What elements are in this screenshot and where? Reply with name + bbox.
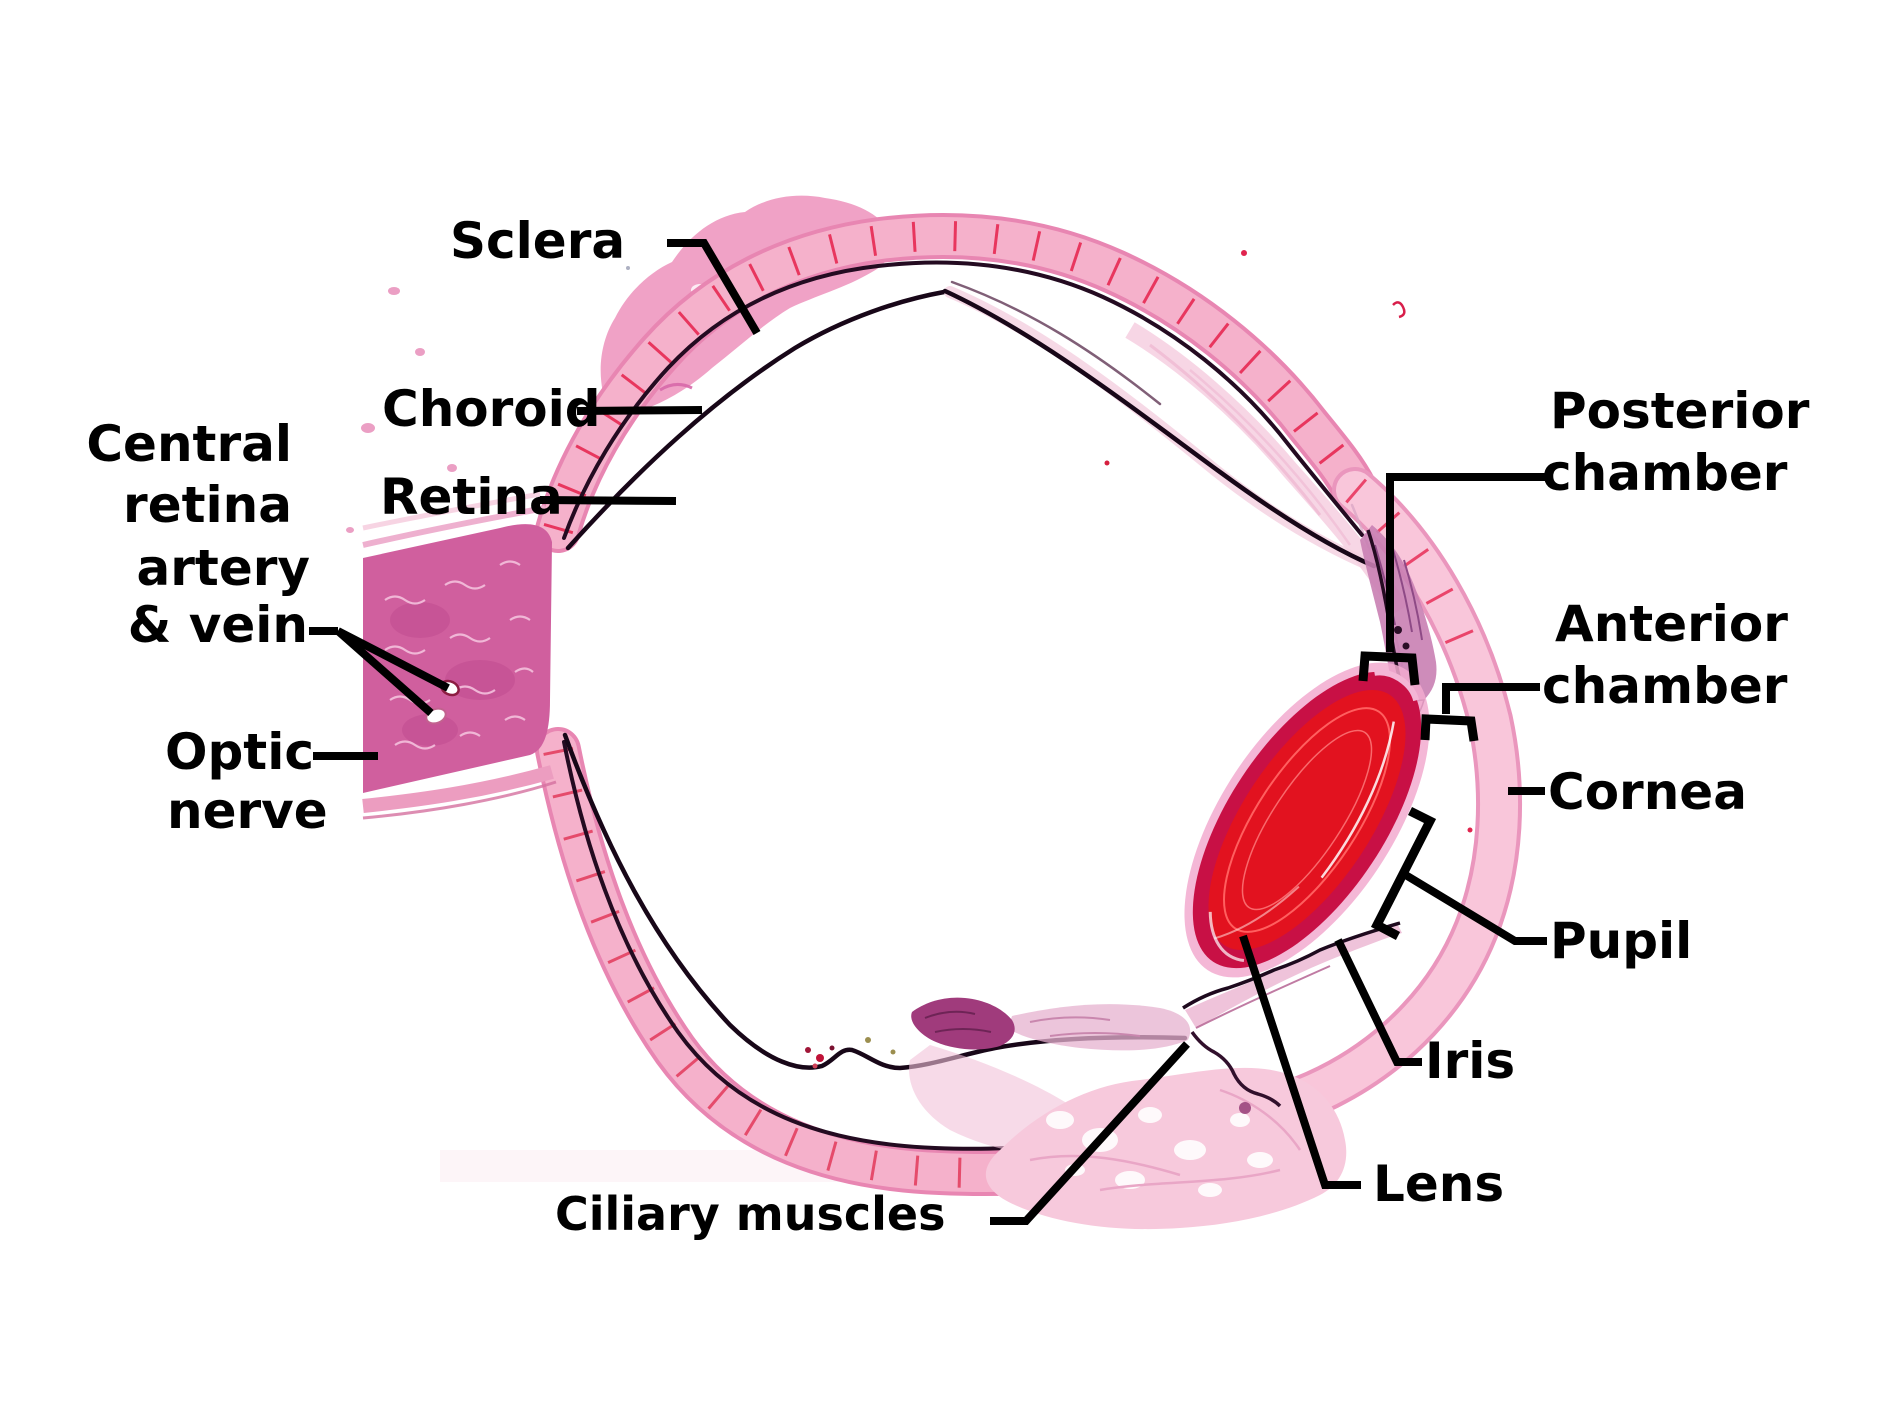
label-anterior-chamber: Anterior chamber	[1542, 595, 1788, 715]
tissue-pigment-edge	[1190, 1030, 1282, 1108]
lens-tip-highlight	[1208, 911, 1245, 963]
lens-glint	[1213, 885, 1300, 940]
ciliary-region	[909, 997, 1191, 1155]
optic-nerve-core	[363, 524, 552, 793]
leader-posterior-chamber	[1386, 473, 1547, 652]
bracket-posterior-chamber	[1358, 651, 1420, 686]
leader-ciliary-muscles	[990, 1041, 1190, 1225]
label-retina: Retina	[380, 468, 563, 526]
label-iris: Iris	[1425, 1032, 1515, 1090]
leader-anterior-chamber	[1442, 683, 1540, 714]
labels: Sclera Choroid Retina Central retina art…	[86, 212, 1809, 1241]
label-central-retina-artery-vein: Central retina artery & vein	[86, 415, 310, 654]
label-cornea: Cornea	[1548, 763, 1747, 821]
zonule-fibers	[1029, 1016, 1141, 1037]
retina-fold-echo	[950, 280, 1162, 406]
lens-glint	[1320, 721, 1395, 879]
lens	[1184, 662, 1430, 978]
leader-retina	[539, 496, 677, 505]
label-central-line3: artery	[137, 539, 310, 597]
label-anterior-line1: Anterior	[1555, 595, 1788, 653]
tissue-specks-left	[346, 287, 457, 533]
label-central-line4: & vein	[128, 596, 308, 654]
scattered-specks	[626, 250, 1473, 833]
leader-iris	[1334, 938, 1422, 1066]
lens-tip-capsule	[1373, 669, 1420, 702]
label-posterior-chamber: Posterior chamber	[1542, 382, 1810, 502]
label-optic-nerve: Optic nerve	[165, 723, 328, 840]
retina-line-bottom	[562, 732, 1188, 1071]
leader-sclera	[667, 239, 761, 336]
label-posterior-line1: Posterior	[1550, 382, 1810, 440]
episcleral-tissue-mass	[985, 1030, 1347, 1230]
retina-line-attached	[565, 289, 947, 551]
leader-choroid	[576, 406, 703, 415]
label-sclera: Sclera	[450, 212, 625, 270]
label-ciliary-muscles: Ciliary muscles	[555, 1187, 945, 1241]
label-pupil: Pupil	[1550, 912, 1692, 970]
leader-lines	[309, 239, 1547, 1225]
sclera-body	[539, 217, 1374, 549]
retina-layer	[562, 280, 1378, 1071]
label-central-line2: retina	[123, 476, 292, 534]
sclera-band-top	[535, 213, 1378, 553]
label-lens: Lens	[1373, 1155, 1504, 1213]
leader-vein	[335, 627, 434, 717]
retina-speck-cluster	[805, 1037, 896, 1069]
bracket-pupil	[1370, 806, 1437, 940]
optic-nerve-sheath-bottom	[362, 765, 554, 813]
tissue-fibers	[1029, 1088, 1302, 1192]
label-optic-line2: nerve	[167, 782, 328, 840]
choroid-layer	[562, 260, 1364, 1151]
optic-nerve	[362, 491, 557, 820]
lens-fiber-ring	[1241, 729, 1373, 911]
ciliary-muscle-striations	[924, 1010, 992, 1033]
zonule-tissue	[1008, 1004, 1191, 1051]
label-posterior-line2: chamber	[1542, 444, 1788, 502]
choroid-line-top	[562, 260, 1364, 540]
optic-nerve-fiber-texture	[384, 560, 534, 750]
bracket-anterior-chamber	[1420, 714, 1479, 742]
label-optic-line1: Optic	[165, 723, 314, 781]
label-choroid: Choroid	[382, 380, 601, 438]
retina-line-detached	[942, 288, 1377, 569]
label-central-line1: Central	[86, 415, 292, 473]
optic-nerve-sheath-bottom-line	[362, 780, 557, 820]
choroid-line-bottom	[562, 740, 1007, 1151]
lens-core	[1208, 690, 1406, 950]
leader-pupil	[1401, 870, 1547, 945]
lens-fiber-ring	[1223, 707, 1391, 933]
tissue-pigment-clump	[1239, 1102, 1251, 1114]
ciliary-muscle-mass	[911, 997, 1015, 1050]
leader-lens	[1239, 934, 1361, 1189]
label-anterior-line2: chamber	[1542, 657, 1788, 715]
optic-nerve-sheath-top	[362, 505, 546, 548]
optic-nerve-sheath-top2	[362, 491, 541, 531]
optic-nerve-shading	[390, 602, 515, 746]
leader-artery	[336, 627, 450, 692]
iris-leaf-body	[1185, 925, 1402, 1028]
iris-pigment-edge	[1182, 921, 1401, 1010]
